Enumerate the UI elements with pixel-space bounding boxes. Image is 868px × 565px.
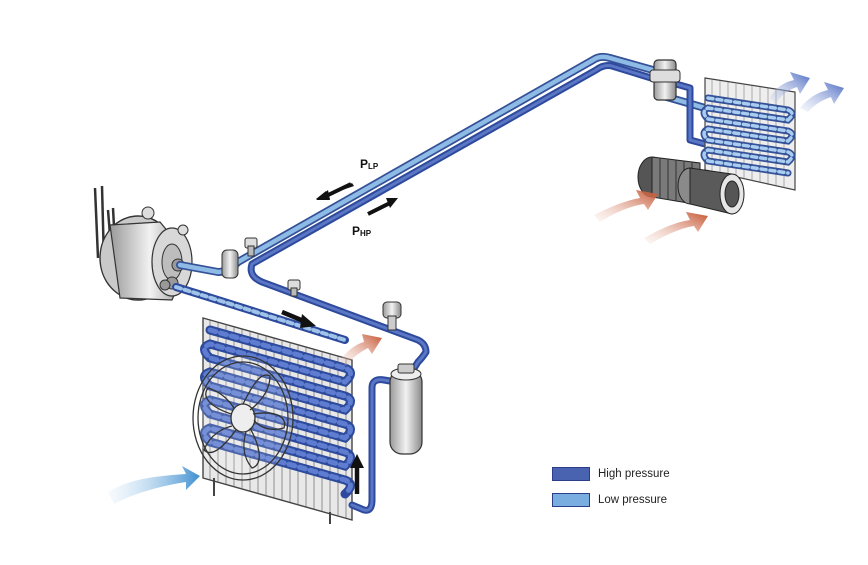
legend-swatch-high-pressure bbox=[552, 467, 590, 481]
evaporator bbox=[700, 77, 796, 191]
flow-arrow-high-pressure bbox=[367, 198, 398, 216]
warm-air-inlet-arrows bbox=[594, 190, 708, 244]
legend-item-high-pressure: High pressure bbox=[552, 466, 752, 482]
legend-swatch-low-pressure bbox=[552, 493, 590, 507]
flow-arrow-low-pressure bbox=[316, 182, 354, 200]
legend-label-high-pressure: High pressure bbox=[598, 468, 670, 480]
accumulator-fitting bbox=[221, 249, 239, 279]
receiver-drier bbox=[389, 363, 423, 455]
low-pressure-label: PLP bbox=[360, 157, 379, 171]
legend-item-low-pressure: Low pressure bbox=[552, 492, 752, 508]
expansion-valve bbox=[649, 59, 681, 101]
legend: High pressure Low pressure bbox=[552, 466, 752, 518]
compressor bbox=[93, 185, 193, 301]
condenser-hot-air-arrow bbox=[340, 334, 382, 366]
high-pressure-discharge-line bbox=[172, 283, 349, 344]
legend-label-low-pressure: Low pressure bbox=[598, 494, 668, 506]
pressure-switch bbox=[382, 301, 402, 331]
low-pressure-line bbox=[176, 52, 709, 276]
service-port-low bbox=[244, 237, 258, 257]
flow-arrow-discharge bbox=[281, 309, 316, 328]
high-pressure-liquid-line bbox=[247, 62, 709, 514]
cool-air-outlet-arrows bbox=[770, 72, 844, 112]
condenser bbox=[200, 317, 355, 524]
condenser-fan bbox=[192, 355, 294, 481]
high-pressure-label: PHP bbox=[352, 224, 372, 238]
blower-motor bbox=[637, 156, 745, 215]
ambient-air-intake-arrow bbox=[108, 466, 200, 504]
service-port-high bbox=[287, 279, 301, 297]
flow-arrow-liquid-up bbox=[350, 454, 364, 494]
